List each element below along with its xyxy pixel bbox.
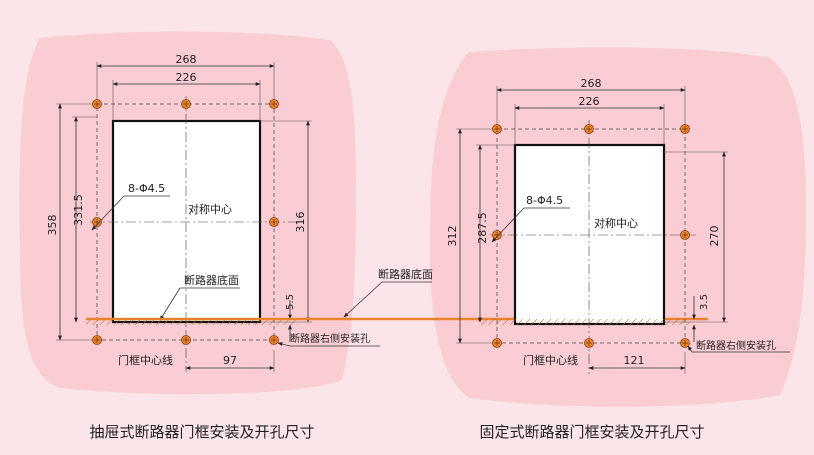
drawout-offset-bottom: 5.5 [285,294,296,310]
fixed-right-hole-label: 断路器右侧安装孔 [696,339,776,352]
drawout-hole [269,217,279,227]
drawout-hatch [86,319,298,325]
fixed-hole [680,338,690,348]
drawout-height-holes: 331.5 [72,194,85,226]
fixed-hole [492,124,502,134]
fixed-hole [680,124,690,134]
fixed-hole [492,338,502,348]
drawout-width-outer: 268 [176,53,197,66]
drawout-hole [92,217,102,227]
drawout-caption: 抽屉式断路器门框安装及开孔尺寸 [89,423,314,441]
drawout-height-right: 316 [294,212,307,233]
fixed-height-outer: 312 [446,226,459,247]
fixed-hole-label: 8-Φ4.5 [526,194,563,207]
fixed-door-frame [513,143,666,326]
fixed-hole [680,230,690,240]
fixed-offset-right: 121 [624,354,645,367]
drawout-center-label: 对称中心 [188,202,232,216]
fixed-hole [584,338,594,348]
drawout-hole [181,99,191,109]
fixed-offset-bottom: 3.5 [699,294,710,310]
fixed-height-right: 270 [708,226,721,247]
fixed-drawing: 268 226 312 287.5 270 3.5 8-Φ4.5 对称中心 断路… [446,77,790,374]
fixed-hatch [478,319,690,325]
drawout-bottom-label: 断路器底面 [184,273,239,287]
drawout-hole [92,99,102,109]
drawout-door-frame [111,119,262,324]
drawout-drawing: 268 226 358 331.5 316 5.5 8-Φ4.5 对称中心 [46,53,380,372]
fixed-center-label: 对称中心 [594,216,638,230]
fixed-hole [584,124,594,134]
drawout-width-inner: 226 [176,71,197,84]
fixed-caption: 固定式断路器门框安装及开孔尺寸 [479,423,704,441]
drawout-hole [269,99,279,109]
drawout-hole [269,335,279,345]
drawout-hole-label: 8-Φ4.5 [128,182,165,195]
drawout-right-hole-label: 断路器右侧安装孔 [290,332,370,345]
fixed-door-center-label: 门框中心线 [523,353,578,367]
drawout-hole [181,335,191,345]
drawout-offset-right: 97 [223,354,237,367]
drawout-height-outer: 358 [46,215,59,236]
shared-bottom-label: 断路器底面 [378,267,433,281]
fixed-width-outer: 268 [581,77,602,90]
drawout-door-center-label: 门框中心线 [118,353,173,367]
fixed-width-inner: 226 [579,95,600,108]
fixed-height-holes: 287.5 [476,212,489,244]
drawout-hole [92,335,102,345]
fixed-hole [492,230,502,240]
